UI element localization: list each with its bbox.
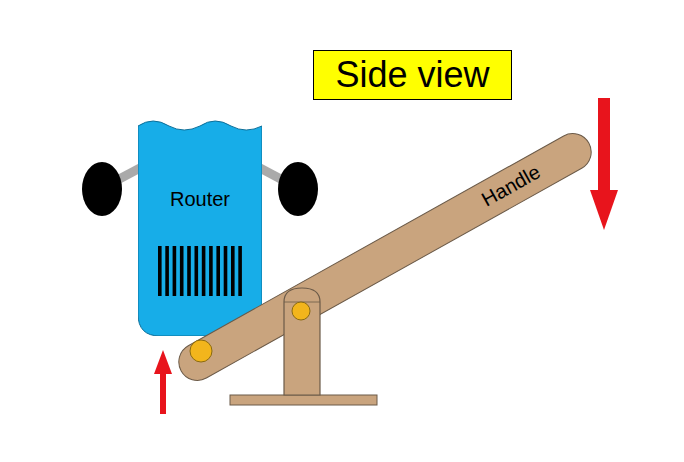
vent-slot: [158, 246, 162, 296]
force-arrow-head: [590, 190, 618, 230]
vent-slot: [180, 246, 184, 296]
router-outline: [138, 116, 262, 336]
vent-slot: [231, 246, 235, 296]
vent-slot: [224, 246, 228, 296]
router-text-wrap: Router: [138, 188, 262, 211]
vent-slot: [165, 246, 169, 296]
vent-slot: [209, 246, 213, 296]
vent-slot: [195, 246, 199, 296]
grip-knob: [278, 162, 318, 216]
pivot-post-edge: [284, 302, 320, 303]
stand-base: [230, 395, 377, 405]
vent-slot: [216, 246, 220, 296]
vent-slot: [187, 246, 191, 296]
router-body: Router: [138, 116, 262, 336]
force-arrow-head: [154, 350, 172, 374]
router-shape: [138, 121, 262, 336]
vent-slot: [173, 246, 177, 296]
pivot-post: [284, 288, 320, 395]
title-label: Side view: [335, 54, 489, 96]
router-pin: [190, 340, 212, 362]
pivot-pin: [292, 302, 310, 320]
force-arrow: [160, 372, 166, 414]
vent-slot: [202, 246, 206, 296]
grip-knob: [82, 162, 122, 216]
router-label: Router: [170, 188, 230, 210]
force-arrow: [598, 98, 610, 192]
handle-label: Handle: [478, 160, 545, 211]
title-box: Side view: [313, 50, 512, 100]
vent-slot: [238, 246, 242, 296]
